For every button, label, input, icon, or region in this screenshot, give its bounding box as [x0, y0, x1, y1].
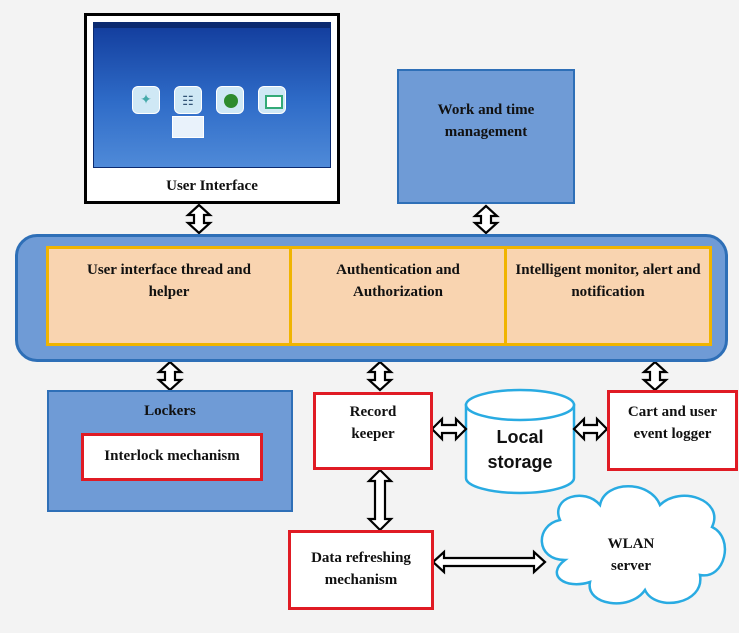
local-storage-cylinder: [464, 388, 576, 495]
cart-user-logger-label: Cart and user event logger: [627, 403, 718, 442]
settings-app-icon: [216, 86, 244, 114]
user-interface-box: ✦ ☷ User Interface: [84, 13, 340, 204]
wlan-cloud: [540, 485, 727, 605]
intelligent-monitor-box: Intelligent monitor, alert and notificat…: [504, 246, 712, 346]
work-time-management-label: Work and time management: [437, 101, 535, 140]
medical-app-icon: ✦: [132, 86, 160, 114]
arrow-storage-to-cart-logger: [572, 416, 609, 442]
interlock-mechanism-label: Interlock mechanism: [104, 448, 240, 465]
ui-thread-box: User interface thread and helper: [46, 246, 292, 346]
ui-screenshot: ✦ ☷: [93, 22, 331, 168]
arrow-core-to-cart-logger: [641, 360, 669, 392]
dropdown-menu: [172, 116, 204, 138]
arrow-core-to-record-keeper: [366, 360, 394, 392]
cart-user-logger-box: Cart and user event logger: [607, 390, 738, 471]
data-refreshing-label: Data refreshing mechanism: [311, 550, 411, 588]
authentication-label: Authentication and Authorization: [336, 262, 460, 300]
arrow-core-to-lockers: [156, 360, 184, 392]
data-refreshing-box: Data refreshing mechanism: [288, 530, 434, 610]
wlan-server-label: WLAN server: [607, 536, 655, 574]
local-storage-label: Local storage: [487, 427, 553, 473]
lockers-label: Lockers: [144, 403, 196, 419]
ui-thread-label: User interface thread and helper: [86, 262, 251, 300]
intelligent-monitor-label: Intelligent monitor, alert and notificat…: [515, 262, 701, 300]
arrow-worktime-to-core: [472, 204, 500, 235]
arrow-ui-to-core: [185, 203, 213, 235]
lockers-box: Lockers Interlock mechanism: [47, 390, 293, 512]
arrow-record-keeper-to-storage: [430, 416, 468, 442]
arrow-data-refreshing-to-wlan: [431, 549, 547, 575]
work-scheduling-app-icon: ☷: [174, 86, 202, 114]
user-interface-label: User Interface: [166, 178, 258, 194]
authentication-box: Authentication and Authorization: [289, 246, 507, 346]
screen-top-bar: [94, 23, 330, 28]
work-time-management-box: Work and time management: [397, 69, 575, 204]
record-keeper-box: Record keeper: [313, 392, 433, 470]
arrow-record-keeper-to-data-refreshing: [366, 468, 394, 532]
record-keeper-label: Record keeper: [349, 404, 397, 442]
whiteboard-app-icon: [258, 86, 286, 114]
interlock-mechanism-box: Interlock mechanism: [81, 433, 263, 481]
